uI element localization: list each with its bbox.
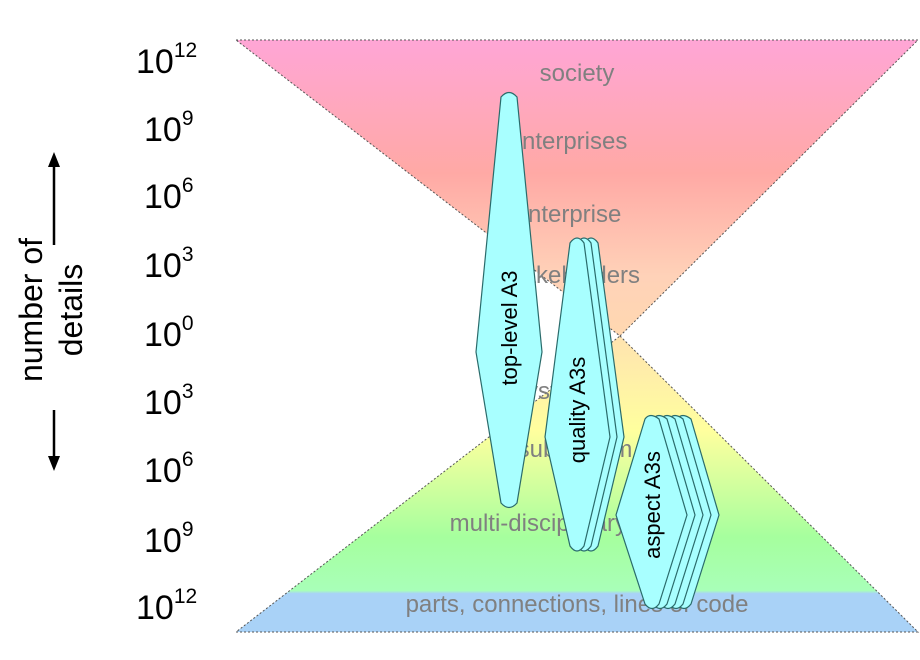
aspect-a3s-label: aspect A3s xyxy=(640,451,665,559)
scale-label-4: 100 xyxy=(144,312,194,354)
up-arrow-icon xyxy=(48,152,60,245)
layer-label-enterprise: enterprise xyxy=(515,201,622,228)
top-level-a3-document: top-level A3 xyxy=(475,91,543,509)
detail-scale: 1012 109 106 103 100 103 106 109 1012 xyxy=(136,39,197,627)
scale-label-5: 103 xyxy=(144,380,194,422)
scale-label-7: 109 xyxy=(144,518,194,560)
axis-label-group: number of details xyxy=(13,238,89,382)
scale-label-2: 106 xyxy=(144,174,194,216)
scale-label-3: 103 xyxy=(144,243,194,285)
layer-label-enterprises: enterprises xyxy=(509,128,628,155)
scale-label-6: 106 xyxy=(144,448,194,490)
axis-label-line1: number of xyxy=(13,238,49,382)
quality-a3s-label: quality A3s xyxy=(565,357,590,463)
layer-label-parts: parts, connections, lines of code xyxy=(406,591,749,618)
aspect-a3s-stack: aspect A3s xyxy=(615,414,720,610)
quality-a3s-stack: quality A3s xyxy=(544,237,625,552)
axis-label-line2: details xyxy=(53,264,89,357)
upper-triangle xyxy=(234,39,920,337)
scale-label-1: 109 xyxy=(144,107,194,149)
top-level-a3-label: top-level A3 xyxy=(497,271,522,386)
scale-label-0: 1012 xyxy=(136,39,197,81)
down-arrow-icon xyxy=(48,410,60,471)
layer-label-society: society xyxy=(540,60,615,87)
scale-label-8: 1012 xyxy=(136,585,197,627)
